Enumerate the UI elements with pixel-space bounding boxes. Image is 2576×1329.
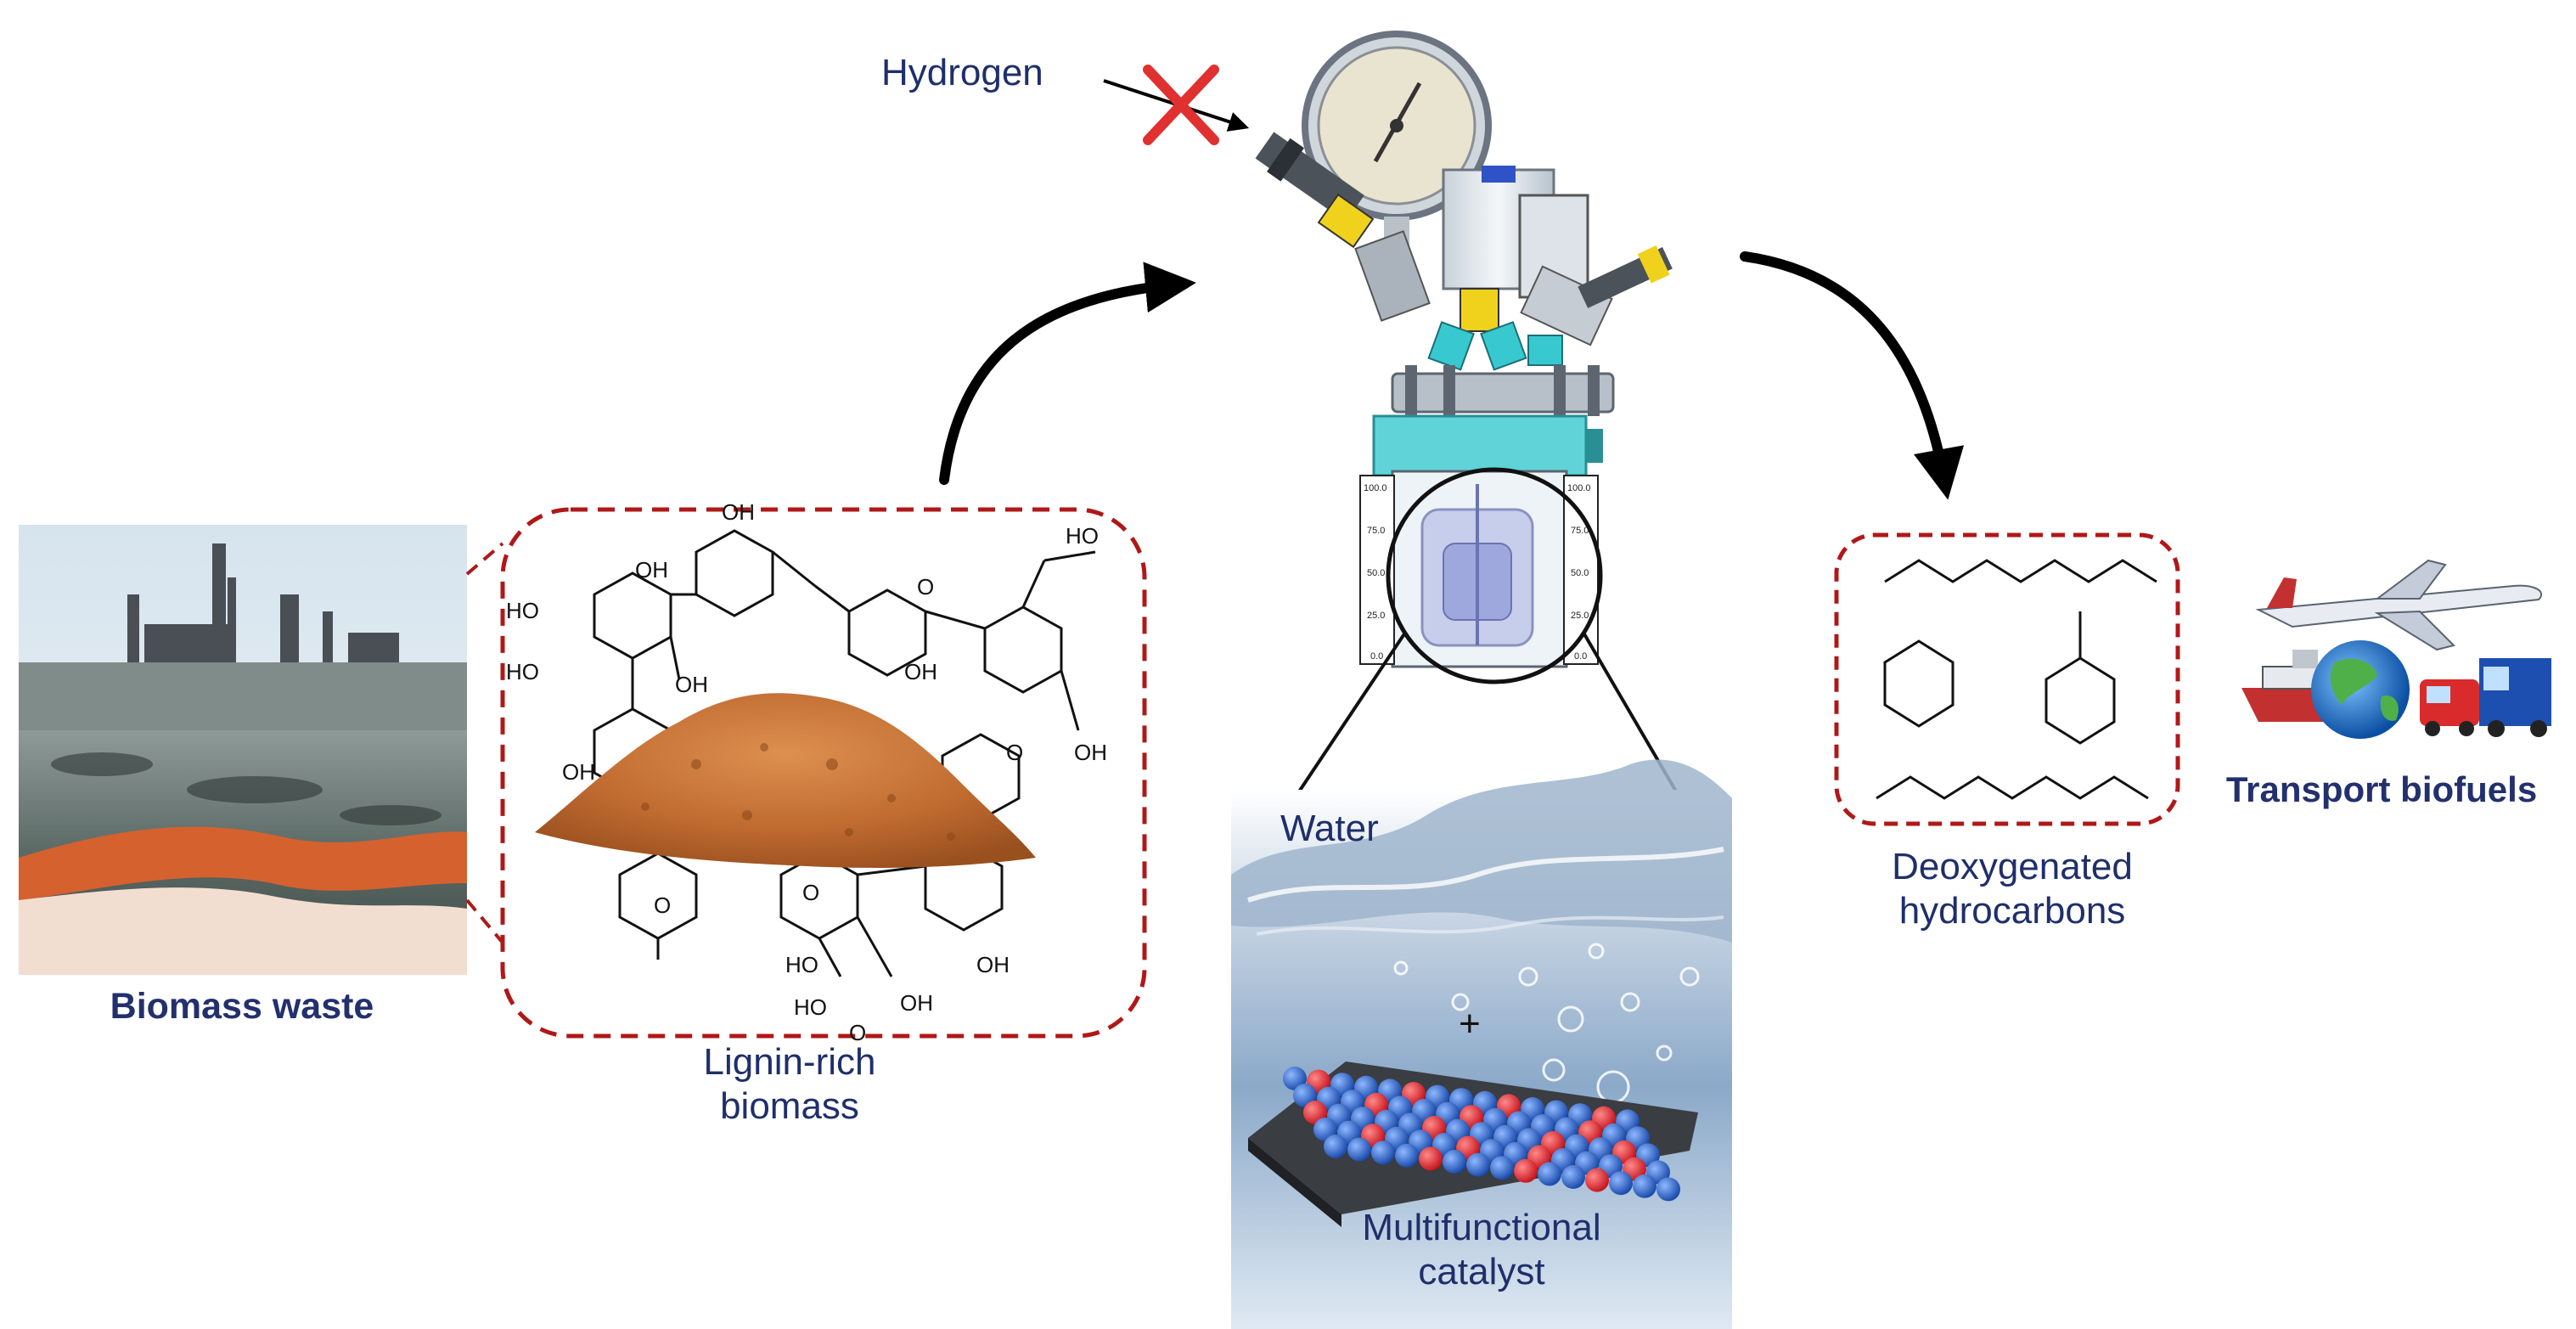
lignin-group-19: O bbox=[802, 880, 819, 905]
reactor-scale-right-label: 50.0 bbox=[1571, 568, 1589, 578]
catalyst-line1: Multifunctional bbox=[1362, 1207, 1601, 1248]
deoxygenated-hydrocarbons-label: Deoxygenated hydrocarbons bbox=[1842, 845, 2182, 933]
lignin-rich-line2: biomass bbox=[720, 1084, 859, 1127]
methylcyclohexane-ring bbox=[2044, 656, 2116, 745]
catalyst-blue-particle bbox=[1324, 1135, 1347, 1158]
biomass-waste-label: Biomass waste bbox=[110, 986, 374, 1027]
lignin-group-13: HO bbox=[785, 952, 818, 977]
catalyst-blue-particle bbox=[1561, 1165, 1585, 1189]
catalyst-blue-particle bbox=[1371, 1140, 1395, 1165]
reactor-scale-right-label: 100.0 bbox=[1567, 483, 1591, 493]
catalyst-blue-particle bbox=[1490, 1156, 1514, 1180]
lignin-group-6: O bbox=[917, 574, 934, 600]
catalyst-red-particle bbox=[1585, 1168, 1609, 1192]
reactor-scale-right-label: 25.0 bbox=[1571, 611, 1589, 621]
cyclohexane-ring bbox=[1883, 639, 1954, 728]
reactor-scale-right-label: 0.0 bbox=[1574, 651, 1587, 662]
catalyst-blue-particle bbox=[1633, 1174, 1656, 1198]
biomass-waste-photo bbox=[19, 525, 467, 975]
lignin-group-4: OH bbox=[675, 672, 708, 697]
transport-biofuels-label: Transport biofuels bbox=[2225, 769, 2538, 809]
catalyst-red-particle bbox=[1514, 1158, 1538, 1183]
lignin-powder-pile bbox=[535, 693, 1036, 868]
arrow-to-reactor bbox=[939, 262, 1196, 485]
connector-line-bottom bbox=[465, 898, 504, 944]
lignin-group-17: HO bbox=[794, 994, 827, 1020]
reactor-scale-left-label: 100.0 bbox=[1364, 483, 1387, 493]
lignin-group-7: HO bbox=[1066, 523, 1099, 549]
reactor-scale-left-label: 0.0 bbox=[1370, 651, 1383, 662]
hydrogen-label: Hydrogen bbox=[881, 52, 1043, 93]
lignin-structure bbox=[593, 529, 1096, 977]
reactor-scale-left-label: 75.0 bbox=[1367, 526, 1385, 536]
lignin-group-2: HO bbox=[506, 659, 539, 684]
lignin-group-0: OH bbox=[722, 499, 755, 525]
reactor-scale-left-label: 50.0 bbox=[1367, 568, 1385, 578]
deoxygenated-line2: hydrocarbons bbox=[1898, 889, 2126, 932]
arrow-to-products bbox=[1740, 251, 1965, 500]
lignin-rich-line1: Lignin-rich bbox=[703, 1041, 876, 1083]
transport-vehicles-image bbox=[2241, 559, 2551, 739]
lignin-group-5: OH bbox=[904, 659, 937, 684]
catalyst-blue-particle bbox=[1609, 1171, 1633, 1196]
lignin-group-10: OH bbox=[562, 759, 595, 785]
hydrocarbon-structures bbox=[1876, 559, 2157, 800]
catalyst-particles bbox=[1283, 1067, 1680, 1202]
decane-chain bbox=[1876, 775, 2149, 800]
catalyst-blue-particle bbox=[1656, 1177, 1680, 1202]
heptane-chain bbox=[1884, 559, 2157, 583]
catalyst-blue-particle bbox=[1347, 1137, 1371, 1162]
connector-line-top bbox=[465, 542, 504, 576]
catalyst-blue-particle bbox=[1466, 1152, 1490, 1177]
lignin-group-3: OH bbox=[635, 557, 668, 583]
catalyst-red-particle bbox=[1419, 1146, 1443, 1171]
lignin-group-18: O bbox=[654, 893, 671, 918]
catalyst-blue-particle bbox=[1538, 1162, 1561, 1186]
catalyst-line2: catalyst bbox=[1418, 1250, 1545, 1292]
lignin-box bbox=[500, 507, 1147, 1039]
catalyst-blue-particle bbox=[1395, 1143, 1419, 1168]
lignin-group-14: OH bbox=[976, 952, 1010, 977]
reactor-scale-right-label: 75.0 bbox=[1571, 526, 1589, 536]
hydrocarbons-box bbox=[1834, 532, 2180, 826]
lignin-group-8: OH bbox=[1074, 740, 1107, 765]
reactor-scale-left-label: 25.0 bbox=[1367, 611, 1385, 621]
reactor-scale-left: 100.0 75.0 50.0 25.0 0.0 bbox=[1364, 483, 1387, 662]
deoxygenated-line1: Deoxygenated bbox=[1892, 846, 2133, 887]
multifunctional-catalyst-label: Multifunctional catalyst bbox=[1303, 1206, 1660, 1294]
lignin-group-16: O bbox=[849, 1020, 866, 1045]
reactor-vessel bbox=[1255, 31, 1673, 684]
lignin-group-15: OH bbox=[900, 990, 933, 1016]
plus-sign: + bbox=[1459, 1003, 1481, 1045]
lignin-group-9: O bbox=[1006, 740, 1023, 765]
lignin-rich-biomass-label: Lignin-rich biomass bbox=[611, 1040, 968, 1129]
catalyst-blue-particle bbox=[1443, 1150, 1466, 1174]
reactor-scale-right: 100.0 75.0 50.0 25.0 0.0 bbox=[1567, 483, 1591, 662]
water-label: Water bbox=[1280, 808, 1379, 849]
blocked-cross-icon bbox=[1143, 65, 1219, 145]
lignin-group-1: HO bbox=[506, 598, 539, 623]
